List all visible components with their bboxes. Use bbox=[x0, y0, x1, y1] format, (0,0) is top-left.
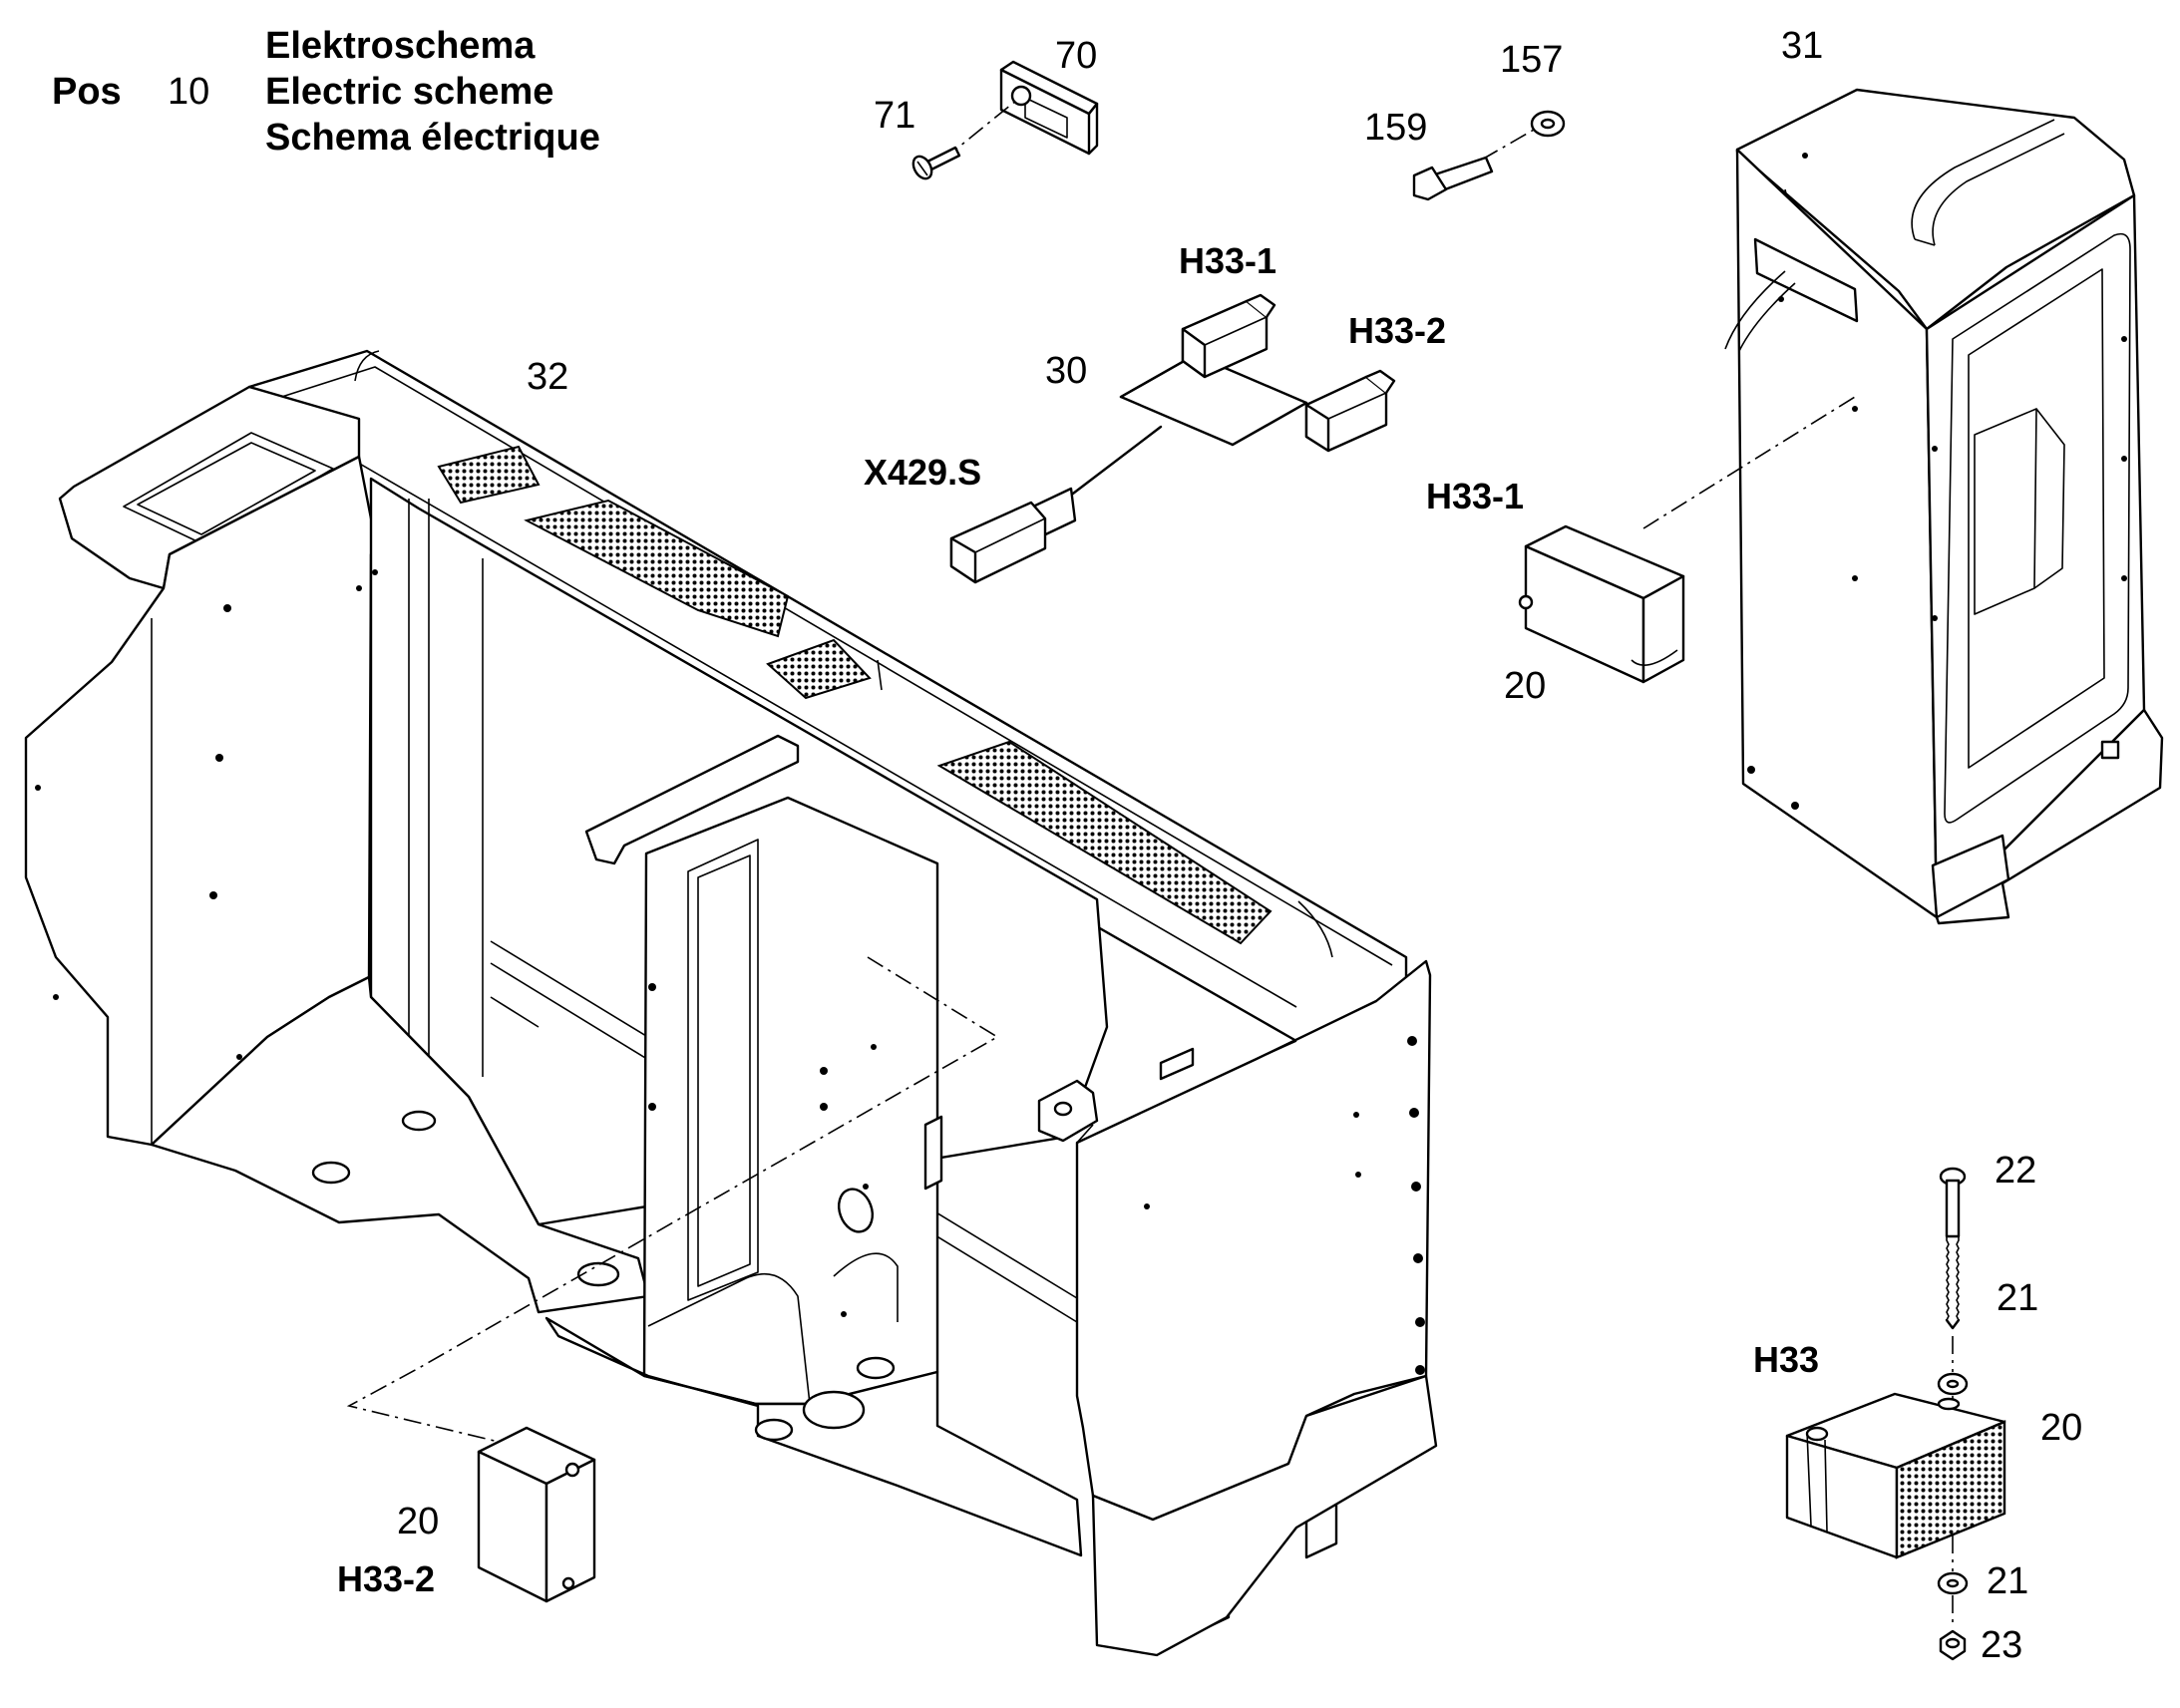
title-french: Schema électrique bbox=[265, 117, 600, 159]
part-31-cabinet bbox=[1724, 88, 2164, 925]
part-159-bolt bbox=[1412, 156, 1494, 201]
part-71-screw bbox=[911, 146, 961, 180]
part-20-h33-1-box bbox=[1518, 524, 1685, 684]
part-32-main-frame bbox=[24, 349, 1438, 1657]
part-70-clip bbox=[999, 60, 1099, 156]
callout-70: 70 bbox=[1055, 35, 1097, 77]
part-21-washer-bottom bbox=[1937, 1571, 1969, 1595]
guide-line-h33-2-32 bbox=[346, 956, 999, 1443]
callout-x429-s: X429.S bbox=[864, 452, 981, 493]
diagram-header: Pos 10 Elektroschema Electric scheme Sch… bbox=[52, 25, 600, 159]
callout-23: 23 bbox=[1981, 1624, 2022, 1666]
guide-line-h33-1-31 bbox=[1642, 396, 1856, 529]
callout-20-h33-1: 20 bbox=[1504, 665, 1546, 707]
pos-number: 10 bbox=[168, 71, 209, 113]
title-english: Electric scheme bbox=[265, 71, 553, 113]
part-22-long-bolt bbox=[1939, 1167, 1967, 1330]
callout-h33-2-box: H33-2 bbox=[337, 1558, 435, 1599]
part-30-harness bbox=[949, 293, 1396, 584]
part-21-washer-top bbox=[1937, 1372, 1969, 1396]
callout-h33-1-connector: H33-1 bbox=[1179, 240, 1276, 281]
part-23-nut bbox=[1939, 1629, 1967, 1661]
callout-20-h33-2: 20 bbox=[397, 1501, 439, 1542]
callout-21-top: 21 bbox=[1997, 1277, 2038, 1319]
callout-32: 32 bbox=[527, 356, 568, 398]
callout-labels: 70 71 157 159 31 32 30 H33-1 H33-2 X429.… bbox=[337, 25, 2082, 1666]
callout-157: 157 bbox=[1500, 39, 1563, 81]
part-20-h33-2-box bbox=[477, 1426, 596, 1603]
callout-30: 30 bbox=[1045, 350, 1087, 392]
guide-line-159-157 bbox=[1481, 129, 1535, 161]
title-german: Elektroschema bbox=[265, 25, 536, 67]
callout-h33-2-connector: H33-2 bbox=[1348, 310, 1446, 351]
pos-label: Pos bbox=[52, 71, 122, 113]
callout-h33: H33 bbox=[1753, 1339, 1819, 1380]
part-20-h33-box bbox=[1785, 1392, 2006, 1559]
callout-22: 22 bbox=[1995, 1150, 2036, 1192]
callout-20-h33: 20 bbox=[2040, 1407, 2082, 1449]
callout-71: 71 bbox=[874, 95, 915, 137]
callout-31: 31 bbox=[1781, 25, 1823, 67]
part-157-washer bbox=[1530, 110, 1566, 138]
callout-h33-1-box: H33-1 bbox=[1426, 476, 1524, 516]
callout-21-bottom: 21 bbox=[1987, 1560, 2028, 1602]
callout-159: 159 bbox=[1364, 107, 1427, 149]
